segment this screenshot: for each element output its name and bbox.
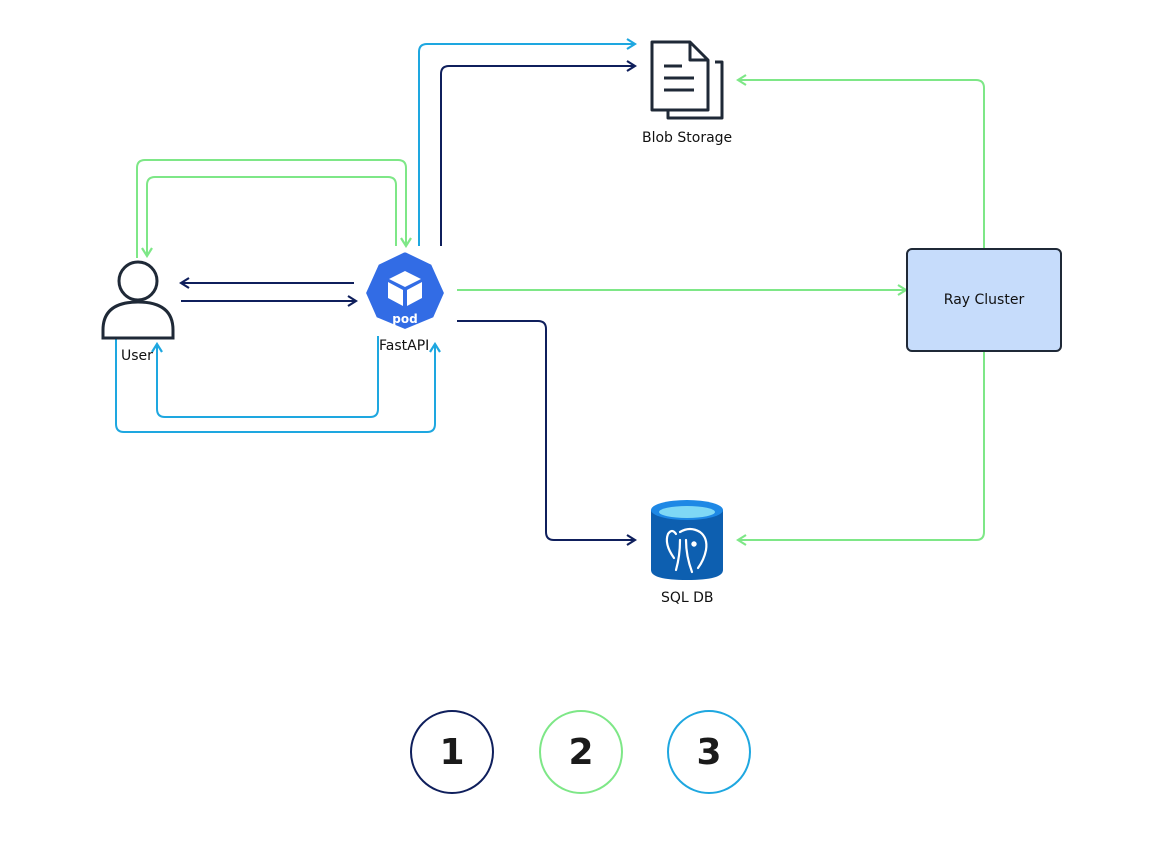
- flow-1-edges: [181, 66, 635, 540]
- edge-ray-to-sqldb: [738, 352, 985, 540]
- sqldb-label: SQL DB: [661, 590, 714, 606]
- legend-flow-2-label: 2: [568, 731, 594, 773]
- edge-fastapi-to-blob-blue: [418, 44, 635, 246]
- edge-fastapi-to-sqldb: [457, 320, 635, 540]
- blob-storage-label: Blob Storage: [642, 130, 733, 146]
- flow-3-edges: [115, 44, 635, 433]
- edge-user-to-fastapi-blue: [115, 338, 435, 433]
- postgres-database-icon: [651, 500, 723, 580]
- legend-flow-1-label: 1: [439, 731, 465, 773]
- legend-flow-1: 1: [410, 710, 494, 794]
- flow-2-edges: [136, 80, 985, 540]
- ray-cluster-label: Ray Cluster: [943, 292, 1025, 308]
- legend-flow-3: 3: [667, 710, 751, 794]
- pod-icon-text: pod: [392, 312, 417, 326]
- edge-ray-to-blob: [738, 80, 985, 248]
- user-label: User: [121, 348, 153, 364]
- fastapi-label: FastAPI: [379, 338, 430, 354]
- legend-flow-2: 2: [539, 710, 623, 794]
- document-storage-icon: [650, 40, 724, 120]
- legend-flow-3-label: 3: [696, 731, 722, 773]
- kubernetes-pod-icon: pod: [364, 250, 446, 331]
- edge-fastapi-to-blob: [440, 66, 635, 246]
- edge-fastapi-to-user-blue: [157, 336, 379, 418]
- edge-fastapi-to-user-green: [147, 176, 397, 256]
- edge-user-to-fastapi-green: [136, 159, 406, 258]
- user-icon: [101, 260, 175, 340]
- ray-cluster-node: Ray Cluster: [906, 248, 1062, 352]
